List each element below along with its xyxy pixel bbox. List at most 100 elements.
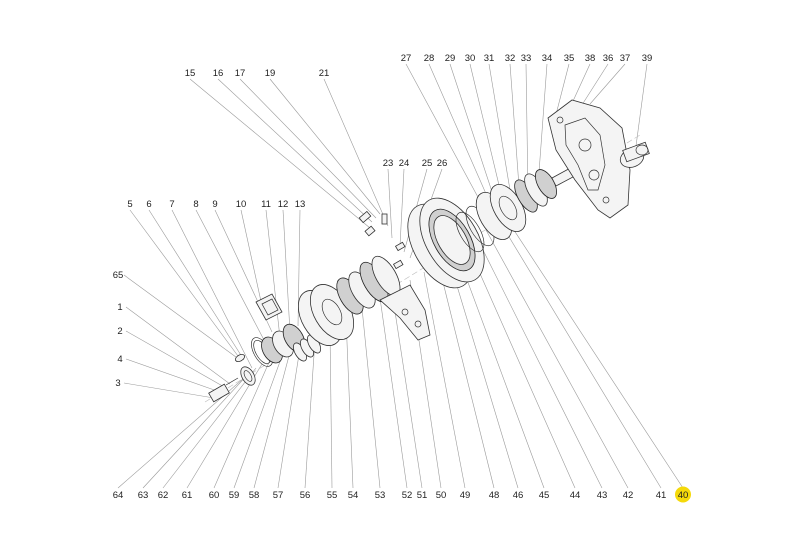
callout-57[interactable]: 57 — [273, 490, 284, 501]
leader-line-6 — [148, 209, 245, 361]
leader-line-10 — [240, 209, 263, 307]
callout-38[interactable]: 38 — [585, 53, 596, 64]
callout-17[interactable]: 17 — [235, 68, 246, 79]
callout-28[interactable]: 28 — [424, 53, 435, 64]
leader-line-11 — [265, 209, 281, 339]
washer-small-part — [235, 353, 245, 363]
callout-53[interactable]: 53 — [375, 490, 386, 501]
leader-line-65 — [123, 274, 241, 361]
callout-number: 37 — [620, 53, 631, 64]
callout-50[interactable]: 50 — [436, 490, 447, 501]
callout-63[interactable]: 63 — [138, 490, 149, 501]
callout-51[interactable]: 51 — [417, 490, 428, 501]
callout-30[interactable]: 30 — [465, 53, 476, 64]
leader-line-57 — [277, 347, 301, 489]
callout-21[interactable]: 21 — [319, 68, 330, 79]
callout-number: 9 — [212, 199, 217, 210]
callout-number: 17 — [235, 68, 246, 79]
callout-11[interactable]: 11 — [261, 199, 271, 210]
callout-number: 59 — [229, 490, 240, 501]
callout-13[interactable]: 13 — [295, 199, 306, 210]
gasket-plate-part — [255, 293, 283, 321]
callout-16[interactable]: 16 — [213, 68, 224, 79]
leader-line-2 — [125, 330, 227, 389]
callout-number: 56 — [300, 490, 311, 501]
callout-40[interactable]: 40 — [675, 486, 691, 503]
callout-2[interactable]: 2 — [117, 326, 122, 337]
callout-49[interactable]: 49 — [460, 490, 471, 501]
callout-58[interactable]: 58 — [249, 490, 260, 501]
callout-34[interactable]: 34 — [542, 53, 553, 64]
callout-3[interactable]: 3 — [115, 378, 120, 389]
leader-line-54 — [345, 317, 354, 489]
callout-6[interactable]: 6 — [146, 199, 151, 210]
callout-60[interactable]: 60 — [209, 490, 220, 501]
callout-number: 13 — [295, 199, 306, 210]
callout-9[interactable]: 9 — [212, 199, 217, 210]
callout-4[interactable]: 4 — [117, 354, 122, 365]
callout-43[interactable]: 43 — [597, 490, 608, 501]
leader-line-4 — [125, 358, 221, 393]
leader-line-59 — [233, 355, 283, 489]
callout-number: 27 — [401, 53, 412, 64]
hub-part — [475, 184, 527, 240]
callout-61[interactable]: 61 — [182, 490, 193, 501]
callout-27[interactable]: 27 — [401, 53, 412, 64]
callout-44[interactable]: 44 — [570, 490, 581, 501]
callout-12[interactable]: 12 — [278, 199, 289, 210]
leader-line-24 — [399, 168, 405, 247]
callout-number: 43 — [597, 490, 608, 501]
callout-24[interactable]: 24 — [399, 158, 410, 169]
callout-7[interactable]: 7 — [169, 199, 174, 210]
callout-31[interactable]: 31 — [484, 53, 495, 64]
callout-1[interactable]: 1 — [117, 302, 122, 313]
callout-26[interactable]: 26 — [437, 158, 448, 169]
callout-highlight-marker — [675, 486, 691, 503]
leader-line-17 — [239, 78, 377, 219]
leader-line-37 — [589, 63, 626, 105]
callout-23[interactable]: 23 — [383, 158, 394, 169]
callout-number: 44 — [570, 490, 581, 501]
leader-line-44 — [465, 241, 576, 489]
leader-line-31 — [488, 63, 513, 203]
callout-33[interactable]: 33 — [521, 53, 532, 64]
callout-64[interactable]: 64 — [113, 490, 124, 501]
callout-number: 10 — [236, 199, 247, 210]
callout-37[interactable]: 37 — [620, 53, 631, 64]
callout-number: 21 — [319, 68, 330, 79]
callout-46[interactable]: 46 — [513, 490, 524, 501]
callout-number: 12 — [278, 199, 289, 210]
callout-35[interactable]: 35 — [564, 53, 575, 64]
callout-55[interactable]: 55 — [327, 490, 338, 501]
callout-number: 30 — [465, 53, 476, 64]
callout-10[interactable]: 10 — [236, 199, 247, 210]
callout-number: 53 — [375, 490, 386, 501]
leader-line-56 — [304, 339, 316, 489]
callout-56[interactable]: 56 — [300, 490, 311, 501]
callout-number: 33 — [521, 53, 532, 64]
callout-32[interactable]: 32 — [505, 53, 516, 64]
callout-number: 45 — [539, 490, 550, 501]
callout-15[interactable]: 15 — [185, 68, 196, 79]
callout-45[interactable]: 45 — [539, 490, 550, 501]
callout-number: 24 — [399, 158, 410, 169]
callout-54[interactable]: 54 — [348, 490, 359, 501]
callout-36[interactable]: 36 — [603, 53, 614, 64]
callout-5[interactable]: 5 — [127, 199, 132, 210]
callout-59[interactable]: 59 — [229, 490, 240, 501]
callout-8[interactable]: 8 — [193, 199, 198, 210]
callout-29[interactable]: 29 — [445, 53, 456, 64]
callout-65[interactable]: 65 — [113, 270, 124, 281]
callout-48[interactable]: 48 — [489, 490, 500, 501]
callout-19[interactable]: 19 — [265, 68, 276, 79]
callout-number: 34 — [542, 53, 553, 64]
callout-62[interactable]: 62 — [158, 490, 169, 501]
leader-line-33 — [525, 63, 529, 195]
callout-41[interactable]: 41 — [656, 490, 667, 501]
callout-number: 5 — [127, 199, 132, 210]
callout-25[interactable]: 25 — [422, 158, 433, 169]
callout-52[interactable]: 52 — [402, 490, 413, 501]
output-flange-part — [619, 141, 650, 168]
callout-39[interactable]: 39 — [642, 53, 653, 64]
callout-42[interactable]: 42 — [623, 490, 634, 501]
